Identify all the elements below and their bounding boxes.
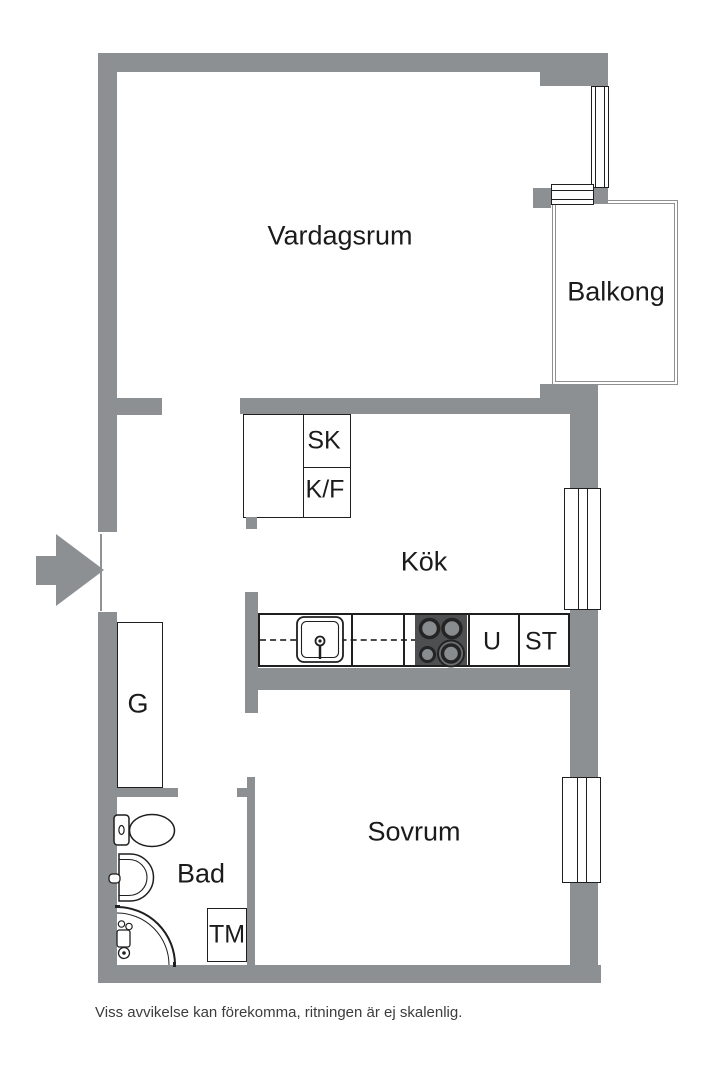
kitchen-sink-icon bbox=[296, 616, 344, 663]
fixture-label-st: ST bbox=[525, 627, 557, 656]
cabinet-sk-box bbox=[302, 414, 351, 468]
closet-label-g: G bbox=[127, 688, 149, 719]
window-pane bbox=[552, 189, 593, 200]
balcony-area bbox=[552, 200, 678, 385]
wall-hall-stub bbox=[98, 398, 162, 415]
wall-balcony-door-right-pier bbox=[594, 186, 608, 203]
entry-arrow-icon bbox=[36, 534, 104, 606]
entrance-threshold-line bbox=[100, 534, 102, 611]
fixture-label-kf: K/F bbox=[305, 475, 345, 504]
window-bedroom bbox=[562, 777, 601, 883]
window-pane bbox=[595, 87, 605, 187]
wall-bedroom-door-stub bbox=[247, 690, 255, 713]
disclaimer-text: Viss avvikelse kan förekomma, ritningen … bbox=[95, 1004, 463, 1021]
washbasin-icon bbox=[108, 853, 155, 902]
fixture-label-u: U bbox=[482, 627, 502, 656]
closet-g-box bbox=[117, 622, 163, 788]
wall-right-mid bbox=[570, 608, 598, 779]
window-balcony-door bbox=[551, 184, 594, 205]
fixture-label-tm: TM bbox=[208, 920, 246, 949]
wall-kitchen-top bbox=[240, 398, 598, 414]
room-label-kok: Kök bbox=[400, 546, 448, 577]
stove-icon bbox=[415, 615, 467, 668]
toilet-icon bbox=[113, 813, 176, 848]
room-label-vardagsrum: Vardagsrum bbox=[267, 220, 413, 251]
shower-icon bbox=[115, 905, 176, 967]
window-kitchen bbox=[564, 488, 601, 610]
wall-right-kitchen-upper bbox=[570, 414, 598, 490]
window-livingroom-right bbox=[591, 86, 609, 188]
room-label-bad: Bad bbox=[176, 858, 226, 889]
wall-bedroom-left bbox=[247, 777, 255, 965]
room-label-balkong: Balkong bbox=[567, 276, 665, 307]
counter-divider bbox=[403, 615, 405, 665]
window-pane bbox=[577, 489, 588, 609]
wall-left-lower bbox=[98, 612, 117, 983]
wall-left-upper bbox=[98, 53, 117, 532]
window-pane bbox=[576, 778, 587, 882]
wall-kitchen-bedroom-divider bbox=[245, 668, 598, 690]
washing-machine-box bbox=[207, 908, 247, 962]
wall-cabinet-pier bbox=[246, 517, 257, 529]
wall-bottom bbox=[98, 965, 601, 983]
balcony-railing bbox=[555, 203, 675, 382]
wall-top-right-step bbox=[540, 72, 608, 86]
wall-balcony-door-left-pier bbox=[533, 188, 551, 208]
room-label-sovrum: Sovrum bbox=[367, 816, 461, 847]
wall-top bbox=[98, 53, 608, 72]
wall-bathroom-top-stub bbox=[237, 788, 255, 797]
counter-divider bbox=[351, 615, 353, 665]
cabinet-kf-box bbox=[302, 466, 351, 518]
wall-right-lower bbox=[570, 881, 598, 983]
fixture-label-sk: SK bbox=[307, 426, 341, 455]
counter-divider bbox=[468, 615, 470, 665]
counter-divider bbox=[518, 615, 520, 665]
cabinet-counter-box bbox=[243, 414, 304, 518]
wall-bathroom-top bbox=[117, 788, 178, 797]
